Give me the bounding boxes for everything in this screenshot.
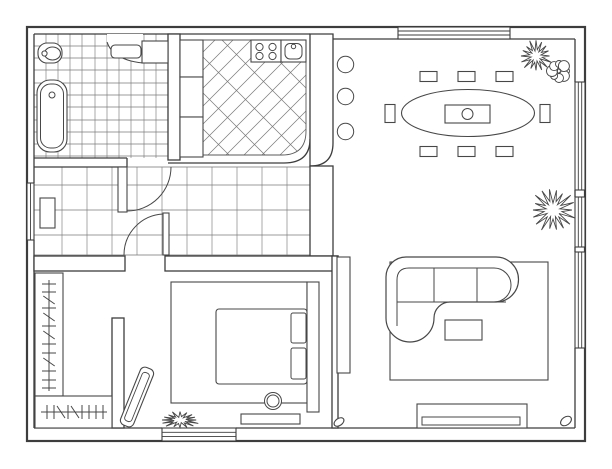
living-plant xyxy=(532,189,575,231)
bedroom-north-wall-right xyxy=(164,255,339,272)
kitchen-floor-tiles xyxy=(203,40,306,155)
pillow-1 xyxy=(290,312,307,344)
pillow-2 xyxy=(290,347,307,380)
dining-chair-left xyxy=(384,103,396,124)
kitchen-floor-tiles-outline xyxy=(202,39,307,156)
toilet-flush xyxy=(41,50,48,57)
kitchen-bar-wall xyxy=(309,33,334,167)
dining-plant-bush xyxy=(546,60,570,83)
window-right-middle-panes xyxy=(577,197,583,247)
dining-chair-top-3 xyxy=(495,70,514,83)
bathroom-kitchen-wall xyxy=(167,33,181,161)
window-bottom xyxy=(161,427,237,442)
kitchen-sink xyxy=(280,39,307,63)
wardrobe-left-hangers xyxy=(42,280,56,391)
slipper-right xyxy=(560,415,572,427)
sink-faucet xyxy=(290,43,297,50)
stove-burner-1 xyxy=(255,42,264,52)
window-right-lower xyxy=(574,251,586,349)
window-top-panes xyxy=(398,30,510,36)
mirror xyxy=(119,366,155,428)
bar-stool-3 xyxy=(336,122,355,141)
window-right-upper xyxy=(574,81,586,191)
bedroom-north-wall-left xyxy=(33,255,126,272)
wardrobe-bottom-hangers xyxy=(41,405,107,419)
corridor-door-arc-bedroom xyxy=(123,213,164,256)
dining-plant-star xyxy=(520,40,552,71)
bedside-stool-inner xyxy=(266,394,280,408)
bedroom-bench xyxy=(240,413,301,425)
bar-stool-1 xyxy=(336,55,355,74)
stove-burner-3 xyxy=(255,51,264,61)
sofa xyxy=(385,256,520,343)
stove-burner-4 xyxy=(268,51,277,61)
stove-burner-2 xyxy=(268,42,277,52)
kitchen-counter-3 xyxy=(179,116,204,158)
living-shelf xyxy=(336,256,351,374)
corridor-floor-tiles xyxy=(33,166,311,256)
sofa-cushion-lines xyxy=(396,267,512,326)
sink-basin xyxy=(284,43,303,60)
radiator xyxy=(39,197,56,229)
bedroom-plant xyxy=(161,411,199,430)
bathtub-drain xyxy=(48,91,56,99)
bathroom-south-wall xyxy=(34,157,128,168)
bathtub-basin xyxy=(40,83,64,149)
slipper-left xyxy=(333,417,345,427)
window-top xyxy=(397,26,511,40)
dining-chair-bottom-3 xyxy=(495,145,514,158)
window-bottom-panes xyxy=(162,431,236,438)
dining-chair-bottom-1 xyxy=(419,145,438,158)
dining-table-center xyxy=(461,108,474,120)
bar-stool-2 xyxy=(336,87,355,106)
dining-chair-top-1 xyxy=(419,70,438,83)
corridor-door-leaf-bedroom xyxy=(162,212,170,256)
corridor-east-wall xyxy=(309,165,334,257)
bathroom-cabinet xyxy=(141,40,169,64)
bathroom-door-leaf xyxy=(110,44,142,59)
mirror-glass xyxy=(124,371,150,423)
window-right-middle xyxy=(574,196,586,248)
window-right-lower-panes xyxy=(577,252,583,348)
dining-chair-bottom-2 xyxy=(457,145,476,158)
corridor-door-arc-bathroom xyxy=(126,166,172,212)
kitchen-counter-1 xyxy=(179,39,204,78)
tv xyxy=(421,416,521,426)
stove xyxy=(250,39,282,63)
dining-chair-top-2 xyxy=(457,70,476,83)
kitchen-counter-2 xyxy=(179,76,204,118)
dining-chair-right xyxy=(539,103,551,124)
window-right-upper-panes xyxy=(577,82,583,190)
bathtub xyxy=(36,79,68,153)
closet-partition-wall xyxy=(111,317,125,429)
headboard xyxy=(306,281,320,413)
coffee-table xyxy=(444,319,483,341)
corridor-door-leaf-bathroom xyxy=(117,166,128,213)
